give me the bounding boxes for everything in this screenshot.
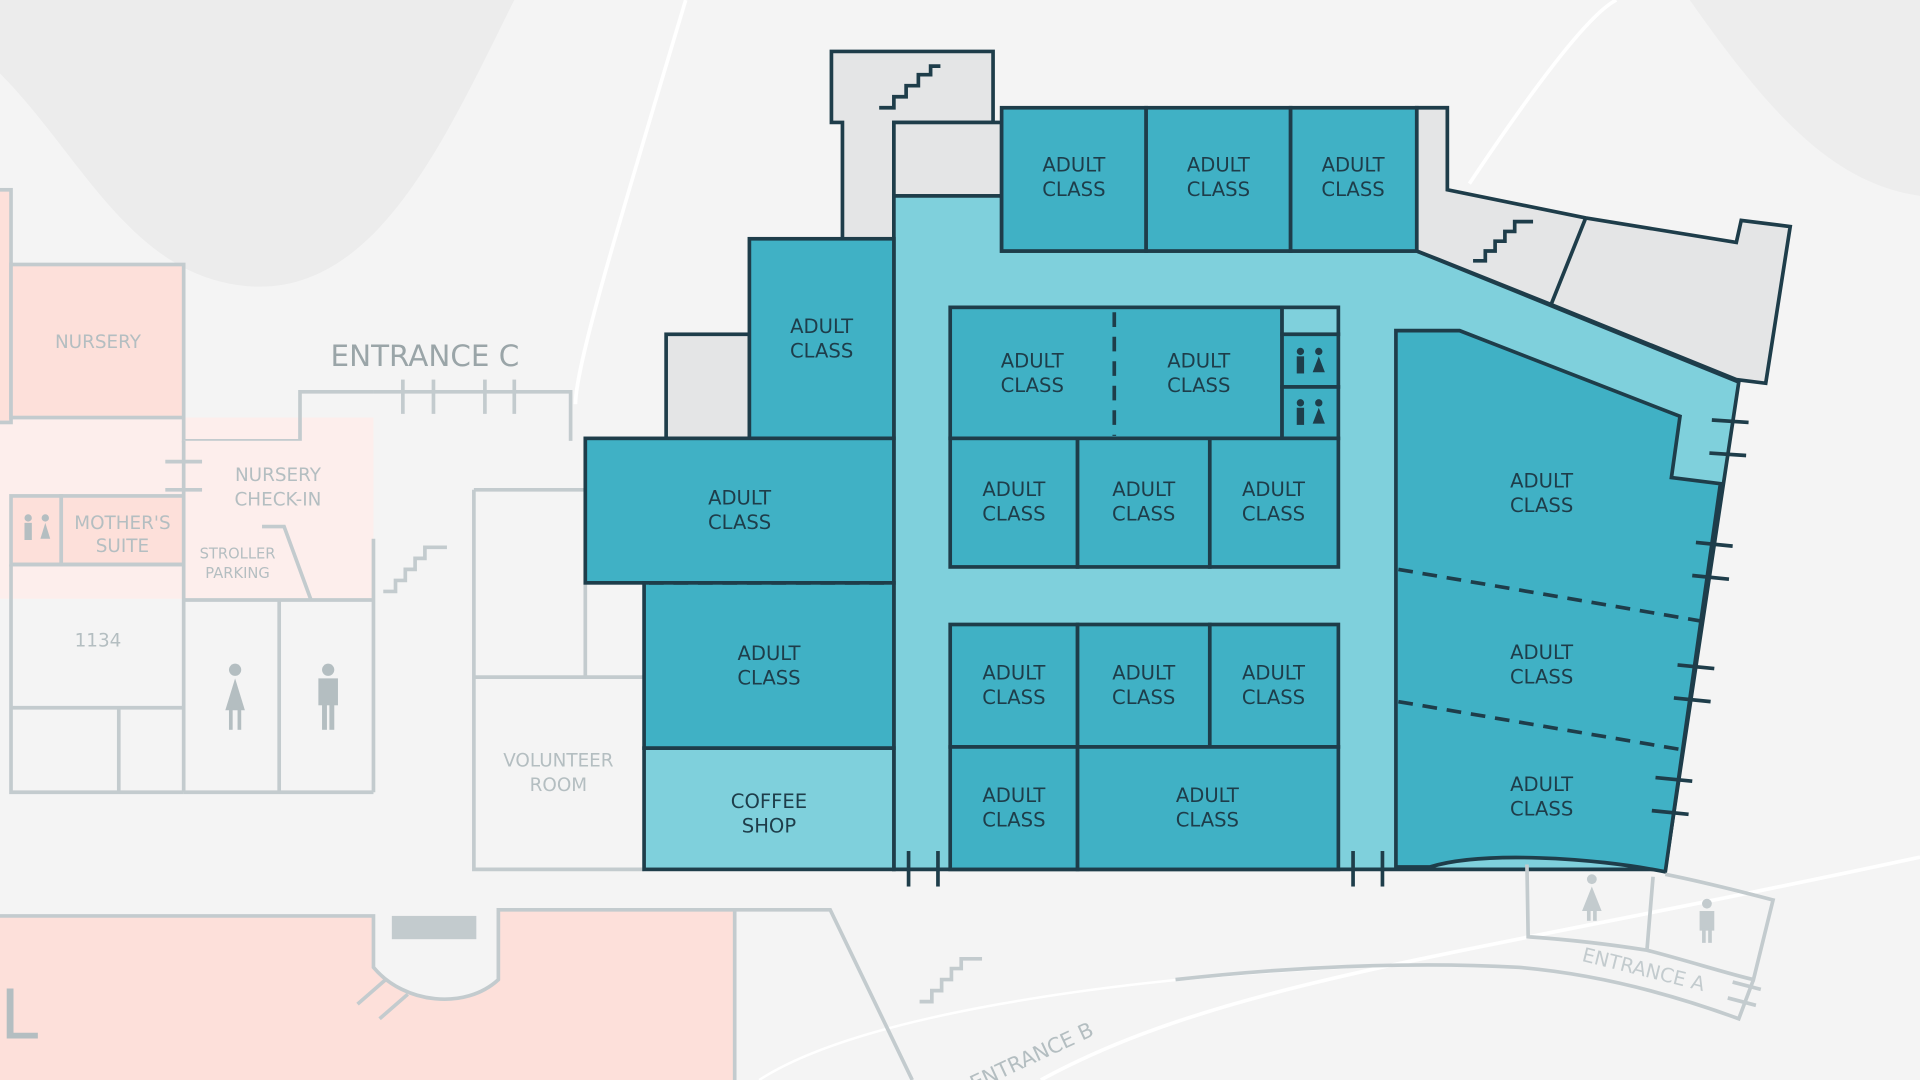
family-restroom-icon: [1296, 399, 1325, 425]
women-restroom-icon: [225, 663, 245, 730]
adult-class-room[interactable]: [1075, 745, 1341, 872]
adult-class-room[interactable]: [948, 622, 1080, 749]
family-restroom-icon: [24, 514, 51, 540]
adult-class-room[interactable]: [1207, 436, 1341, 569]
stairs-icon: [919, 956, 983, 1004]
adult-class-room[interactable]: [948, 745, 1080, 872]
adult-class-room[interactable]: [1394, 328, 1723, 875]
family-restroom-icon: [1296, 347, 1325, 374]
women-restroom-icon: [1582, 874, 1602, 921]
stairs-icon: [879, 64, 941, 110]
adult-class-room[interactable]: [999, 105, 1148, 253]
mothers-suite-room[interactable]: [59, 494, 186, 567]
door-ticks: [906, 418, 1749, 887]
adult-class-room[interactable]: [1144, 105, 1293, 253]
restroom[interactable]: [1280, 332, 1341, 389]
nursery-label: NURSERY: [55, 332, 142, 353]
stairs-icon: [383, 545, 447, 594]
entrance-c-label: ENTRANCE C: [331, 339, 520, 373]
men-restroom-icon: [1699, 898, 1715, 943]
coffee-shop-room[interactable]: [642, 746, 896, 872]
adult-class-room[interactable]: [1075, 622, 1212, 749]
restroom-family[interactable]: [9, 494, 64, 567]
entrance-c: ENTRANCE C: [331, 339, 573, 594]
restroom[interactable]: [1280, 385, 1341, 441]
classrooms: [583, 105, 1723, 875]
adult-class-room[interactable]: [747, 236, 896, 441]
partial-sign-letter: L: [0, 975, 38, 1055]
men-restroom-icon: [318, 663, 338, 730]
room-1134-label: 1134: [75, 631, 122, 652]
adult-class-room[interactable]: [583, 436, 896, 585]
restroom-icons: [1296, 347, 1325, 425]
sign-block: [391, 915, 477, 940]
adult-class-room[interactable]: [1288, 105, 1419, 253]
nursery-room[interactable]: [9, 262, 186, 420]
stairs-icon: [1473, 219, 1534, 263]
adult-class-room[interactable]: [642, 581, 896, 750]
